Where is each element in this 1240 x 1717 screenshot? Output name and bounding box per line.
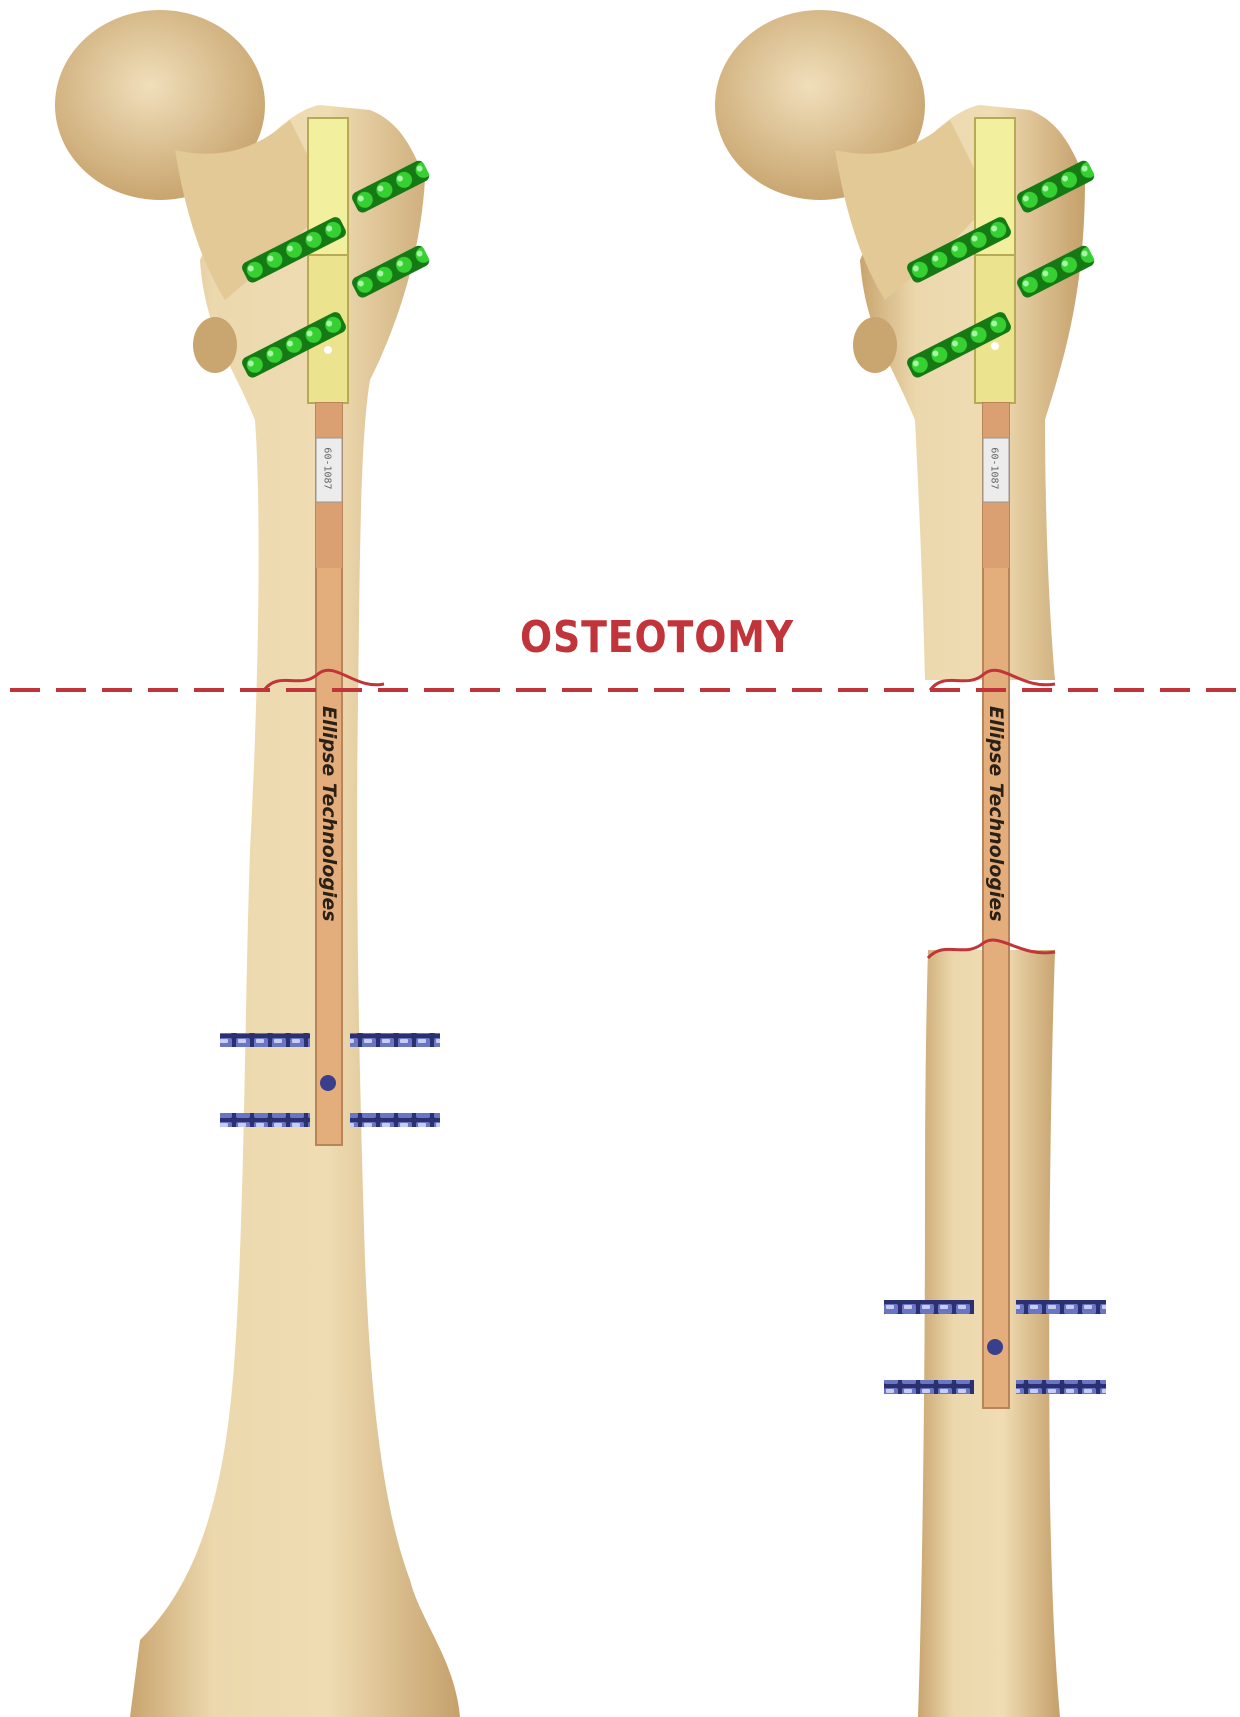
left-nail-marker-dot — [324, 346, 332, 354]
osteotomy-label: OSTEOTOMY — [520, 612, 778, 663]
right-distal-hole — [987, 1339, 1003, 1355]
distal-screw-icon — [884, 1300, 974, 1314]
right-femur — [715, 10, 1106, 1717]
distal-screw-icon — [350, 1033, 440, 1047]
distal-screw-icon — [220, 1033, 310, 1047]
distal-screw-icon — [1016, 1380, 1106, 1394]
distal-screw-icon — [884, 1380, 974, 1394]
right-nail-tag-text: 60-1087 — [989, 447, 1000, 489]
distal-screw-icon — [1016, 1300, 1106, 1314]
left-femur — [55, 10, 460, 1717]
left-distal-hole — [320, 1075, 336, 1091]
left-nail-tag-text: 60-1087 — [322, 447, 333, 489]
right-lesser-trochanter — [853, 317, 897, 373]
distal-screw-icon — [350, 1113, 440, 1127]
left-lesser-trochanter — [193, 317, 237, 373]
right-nail-brand-text: Ellipse Technologies — [985, 706, 1007, 922]
distal-screw-icon — [220, 1113, 310, 1127]
right-nail-marker-dot — [991, 342, 999, 350]
left-nail-brand-text: Ellipse Technologies — [318, 706, 340, 922]
